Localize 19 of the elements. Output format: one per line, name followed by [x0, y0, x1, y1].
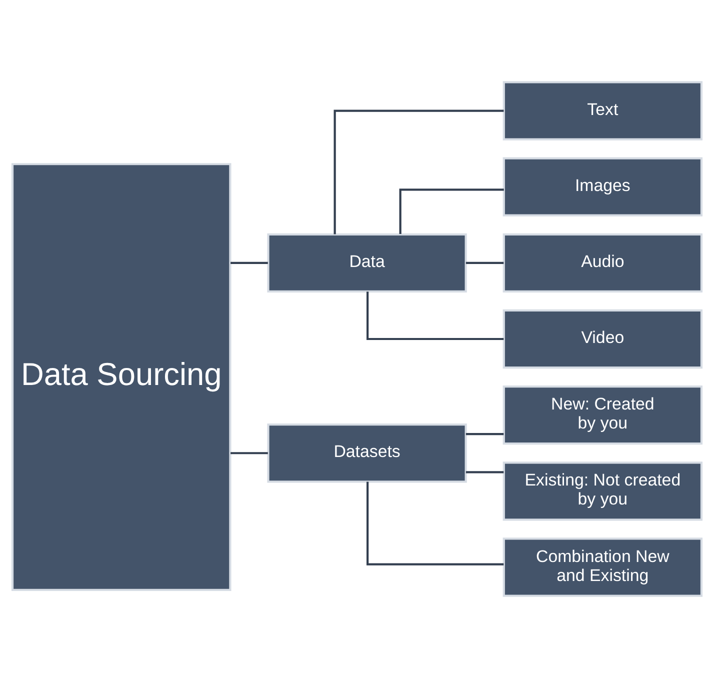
node-box: Video: [502, 308, 703, 368]
node-box: Existing: Not created by you: [502, 461, 703, 520]
connector: [366, 291, 504, 340]
node-box: Datasets: [267, 423, 467, 482]
node-box: Data Sourcing: [11, 162, 232, 591]
connector: [466, 261, 504, 264]
connector: [334, 109, 504, 234]
connector: [466, 470, 504, 473]
node-box: Combination New and Existing: [502, 537, 703, 596]
node-box: Text: [502, 80, 703, 140]
node-box: Audio: [502, 232, 703, 292]
connector: [466, 432, 504, 435]
node-box: Images: [502, 156, 703, 216]
node-box: New: Created by you: [502, 385, 703, 444]
connector: [230, 261, 268, 264]
connector: [399, 188, 504, 234]
node-box: Data: [267, 232, 467, 292]
connector: [230, 452, 268, 454]
connector: [366, 481, 504, 565]
